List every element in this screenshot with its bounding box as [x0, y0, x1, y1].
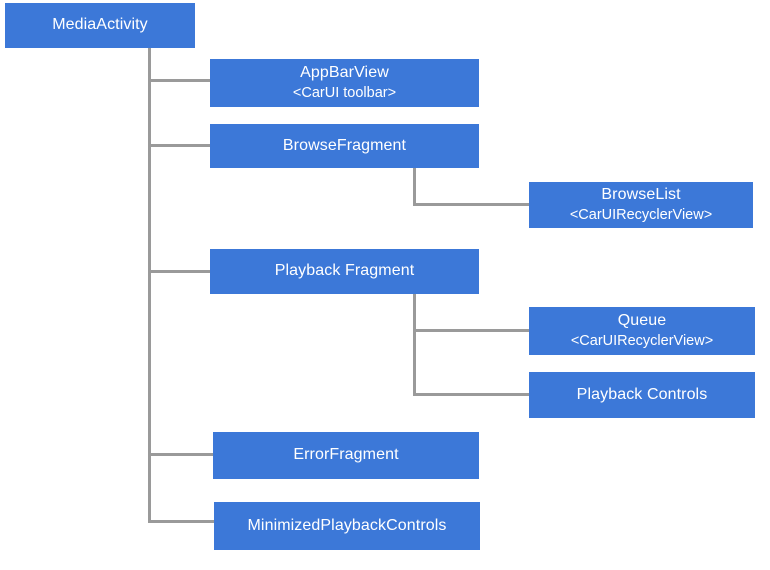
node-app-bar-view: AppBarView <CarUI toolbar>: [210, 59, 479, 107]
node-label: Playback Fragment: [274, 262, 415, 280]
node-label: AppBarView: [300, 64, 389, 82]
node-label: Playback Controls: [576, 385, 708, 403]
connector-branch-playbackcontrols: [413, 393, 529, 396]
node-minimized-playback-controls: MinimizedPlaybackControls: [214, 502, 480, 550]
connector-branch-errorfragment: [148, 453, 213, 456]
connector-branch-minimizedplaybackcontrols: [148, 520, 214, 523]
node-label: MediaActivity: [52, 16, 148, 34]
connector-trunk-playbackfragment: [413, 294, 416, 396]
node-browse-fragment: BrowseFragment: [210, 124, 479, 168]
node-playback-controls: Playback Controls: [529, 372, 755, 418]
node-sublabel: <CarUIRecyclerView>: [570, 332, 714, 349]
node-queue: Queue <CarUIRecyclerView>: [529, 307, 755, 355]
connector-trunk-browsefragment: [413, 168, 416, 206]
connector-branch-browselist: [413, 203, 529, 206]
node-label: BrowseList: [601, 186, 681, 204]
node-browse-list: BrowseList <CarUIRecyclerView>: [529, 182, 753, 228]
node-error-fragment: ErrorFragment: [213, 432, 479, 479]
node-label: MinimizedPlaybackControls: [247, 516, 447, 534]
node-playback-fragment: Playback Fragment: [210, 249, 479, 294]
connector-trunk-mediaactivity: [148, 48, 151, 523]
connector-branch-queue: [413, 329, 529, 332]
connector-branch-playbackfragment: [148, 270, 210, 273]
node-sublabel: <CarUIRecyclerView>: [569, 206, 713, 223]
node-label: Queue: [617, 312, 667, 330]
node-label: ErrorFragment: [293, 446, 399, 464]
node-media-activity: MediaActivity: [5, 3, 195, 48]
node-label: BrowseFragment: [282, 136, 407, 154]
connector-branch-appbarview: [148, 79, 210, 82]
connector-branch-browsefragment: [148, 144, 210, 147]
node-sublabel: <CarUI toolbar>: [292, 84, 397, 101]
